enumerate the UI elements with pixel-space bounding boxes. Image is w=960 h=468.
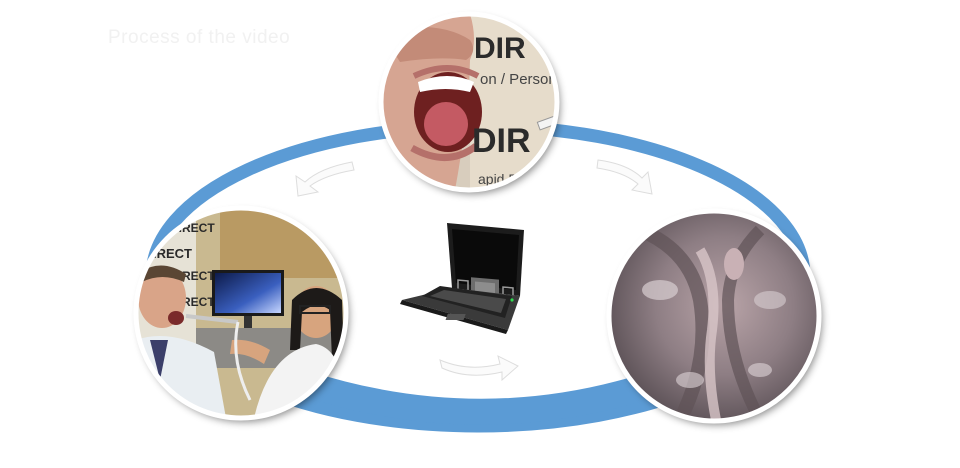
mouth-sign-line-2: on / Persona: [480, 71, 566, 88]
cycle-ring-thick-bottom: [287, 369, 663, 425]
mouth-photo-frame: [378, 11, 560, 193]
mouth-sign-line-3: DIR: [472, 122, 531, 160]
curved-arrow-top-left-icon: [295, 161, 355, 197]
exam-photo-frame: [133, 205, 349, 421]
curved-arrow-bottom-icon: [439, 355, 519, 382]
mouth-sign-line-1: DIR: [474, 32, 526, 65]
laptop-icon: [400, 223, 524, 334]
tissue-photo-frame: [606, 208, 822, 424]
curved-arrow-top-right-icon: [596, 159, 653, 195]
faint-heading: Process of the video: [108, 27, 291, 48]
mouth-photo-content: DIR on / Persona DIR apid R: [381, 14, 566, 190]
tissue-photo-content: [609, 211, 819, 421]
